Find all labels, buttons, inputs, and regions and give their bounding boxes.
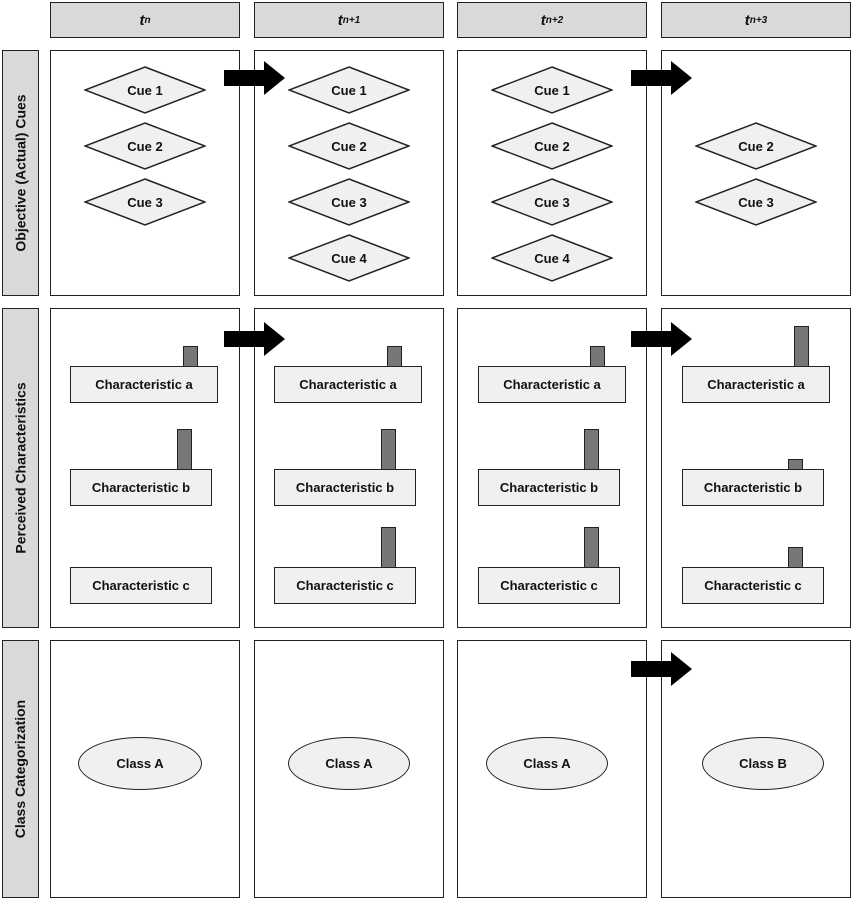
cue-label: Cue 2 <box>534 138 570 154</box>
characteristic-box: Characteristic a <box>274 366 422 403</box>
characteristic-box: Characteristic c <box>70 567 212 604</box>
transition-arrow <box>631 652 693 686</box>
characteristic-box: Characteristic b <box>274 469 416 506</box>
cue-label: Cue 4 <box>534 250 570 266</box>
level-bar <box>381 527 396 568</box>
level-bar <box>584 527 599 568</box>
row-label-characteristics: Perceived Characteristics <box>2 308 39 628</box>
transition-arrow <box>224 322 286 356</box>
class-ellipse: Class A <box>78 737 202 790</box>
cue-label: Cue 2 <box>127 138 163 154</box>
cue-diamond: Cue 2 <box>84 122 206 170</box>
class-ellipse: Class A <box>288 737 410 790</box>
characteristic-box: Characteristic c <box>478 567 620 604</box>
cue-label: Cue 1 <box>534 82 570 98</box>
characteristic-box: Characteristic b <box>682 469 824 506</box>
level-bar <box>788 547 803 568</box>
level-bar <box>584 429 599 470</box>
characteristic-box: Characteristic c <box>274 567 416 604</box>
row-label-characteristics-text: Perceived Characteristics <box>12 382 29 554</box>
transition-arrow <box>631 322 693 356</box>
cue-diamond: Cue 3 <box>695 178 817 226</box>
cue-label: Cue 3 <box>534 194 570 210</box>
level-bar <box>387 346 402 367</box>
class-ellipse: Class B <box>702 737 824 790</box>
row-label-cues-text: Objective (Actual) Cues <box>12 94 29 252</box>
cue-diamond: Cue 1 <box>288 66 410 114</box>
cue-diamond: Cue 4 <box>491 234 613 282</box>
level-bar <box>788 459 803 470</box>
transition-arrow <box>631 61 693 95</box>
cue-diamond: Cue 2 <box>288 122 410 170</box>
cue-label: Cue 3 <box>738 194 774 210</box>
cue-diamond: Cue 3 <box>84 178 206 226</box>
cue-label: Cue 3 <box>331 194 367 210</box>
level-bar <box>381 429 396 470</box>
characteristic-box: Characteristic b <box>478 469 620 506</box>
cue-diamond: Cue 1 <box>84 66 206 114</box>
cue-diamond: Cue 4 <box>288 234 410 282</box>
class-ellipse: Class A <box>486 737 608 790</box>
cue-label: Cue 4 <box>331 250 367 266</box>
cue-label: Cue 1 <box>331 82 367 98</box>
cue-diamond: Cue 2 <box>491 122 613 170</box>
transition-arrow <box>224 61 286 95</box>
row-label-cues: Objective (Actual) Cues <box>2 50 39 296</box>
cue-label: Cue 1 <box>127 82 163 98</box>
cue-diamond: Cue 3 <box>288 178 410 226</box>
level-bar <box>183 346 198 367</box>
cue-label: Cue 2 <box>738 138 774 154</box>
cue-label: Cue 3 <box>127 194 163 210</box>
row-label-classes-text: Class Categorization <box>12 699 29 839</box>
characteristic-box: Characteristic a <box>478 366 626 403</box>
cue-diamond: Cue 2 <box>695 122 817 170</box>
characteristic-box: Characteristic c <box>682 567 824 604</box>
cue-diamond: Cue 1 <box>491 66 613 114</box>
characteristic-box: Characteristic a <box>70 366 218 403</box>
row-label-classes: Class Categorization <box>2 640 39 898</box>
cue-diamond: Cue 3 <box>491 178 613 226</box>
characteristic-box: Characteristic b <box>70 469 212 506</box>
level-bar <box>794 326 809 367</box>
panel-cues-tn3 <box>661 50 851 296</box>
level-bar <box>177 429 192 470</box>
characteristic-box: Characteristic a <box>682 366 830 403</box>
cue-label: Cue 2 <box>331 138 367 154</box>
level-bar <box>590 346 605 367</box>
